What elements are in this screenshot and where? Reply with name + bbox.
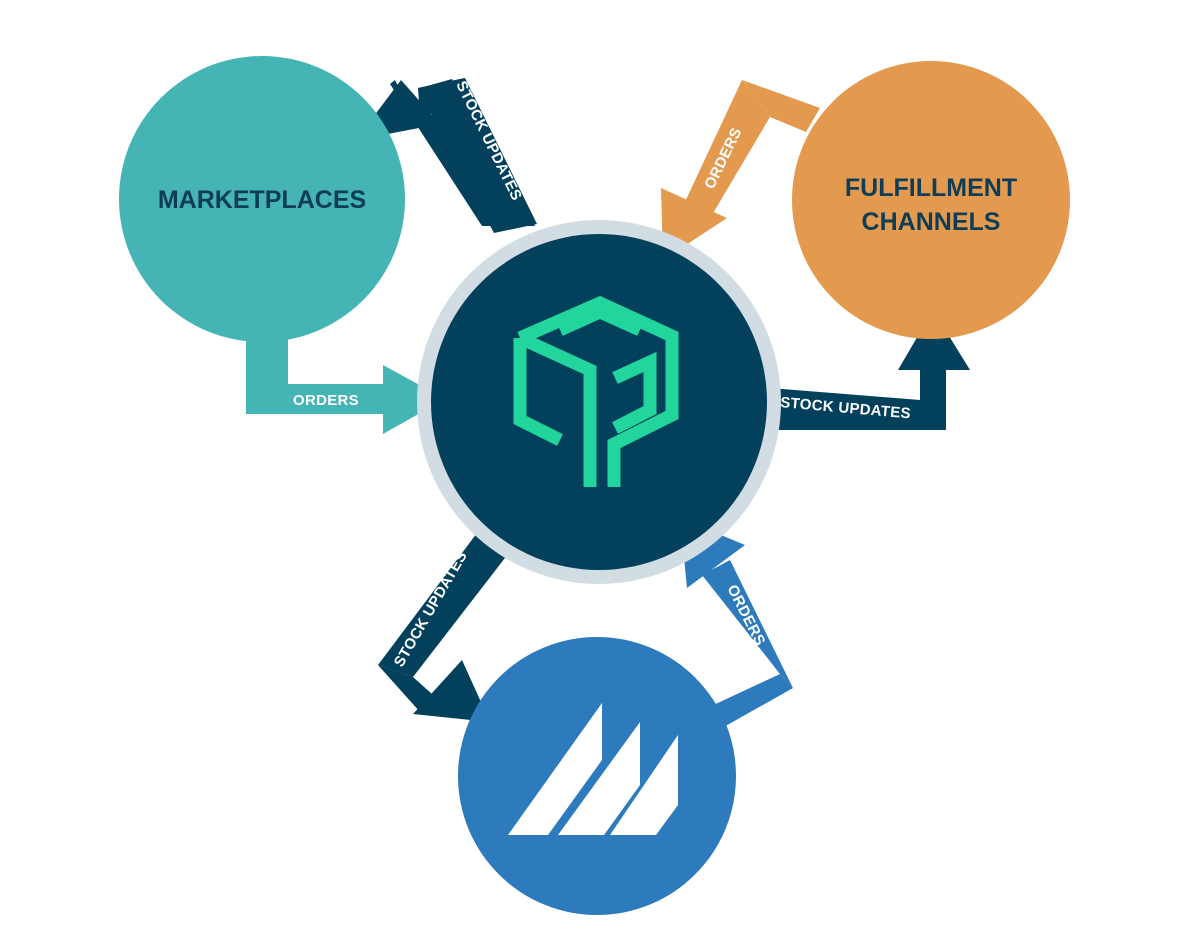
arrow-marketplaces-to-hub-body [246,384,390,414]
arrow-hub-to-bottom [378,525,515,722]
arrow-fulfillment-to-hub-neck [742,80,820,132]
arrow-bottom-to-hub-label: ORDERS [723,582,768,649]
marketplaces-label: MARKETPLACES [158,186,366,214]
arrow-hub-to-marketplaces-neck [418,78,465,116]
arrow-hub-to-fulfillment-head [898,310,970,370]
arrow-hub-to-marketplaces-body-main [418,78,537,233]
bottom-node [458,637,736,915]
arrow-fulfillment-to-hub-body [683,80,770,215]
sail-logo-icon [508,703,678,835]
marketplaces-node [119,56,405,342]
hub-node [431,234,767,570]
arrow-marketplaces-to-hub-label: ORDERS [293,392,359,409]
arrow-hub-to-bottom-head [413,660,490,722]
fulfillment-label-line1: FULFILLMENT [845,174,1017,202]
arrow-marketplaces-to-hub-head [383,365,445,434]
arrow-bottom-to-hub-tail [707,674,793,728]
fulfillment-label-line2: CHANNELS [862,208,1001,236]
arrow-hub-to-fulfillment [765,310,970,430]
arrow-hub-to-bottom-body [378,525,515,677]
arrow-bottom-to-hub-body [702,560,793,688]
fulfillment-node [792,61,1070,339]
arrow-hub-to-bottom-neck [378,665,432,712]
arrow-hub-to-fulfillment-body [765,388,945,430]
box-logo-icon [513,295,679,487]
